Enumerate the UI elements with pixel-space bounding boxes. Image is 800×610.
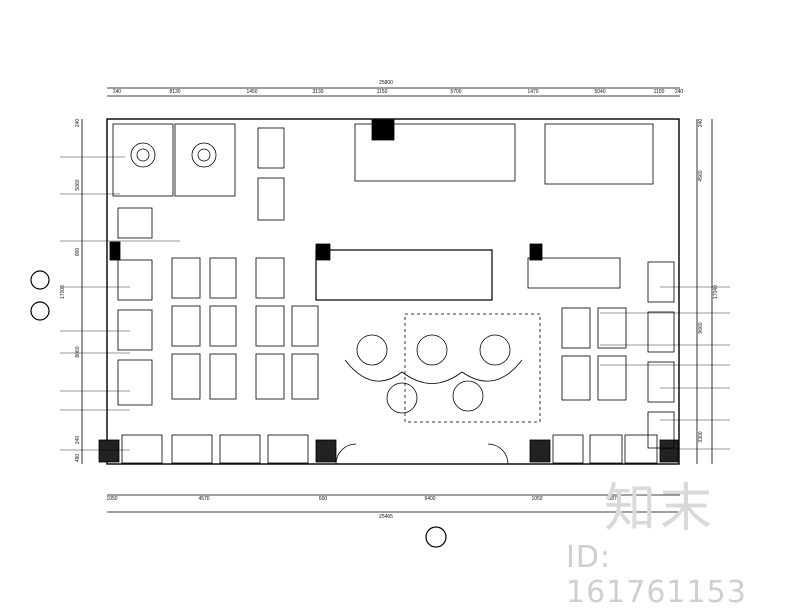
outer-wall [106, 118, 680, 465]
dim-top-4: 3130 [312, 89, 323, 95]
dim-top-7: 1470 [527, 89, 538, 95]
booth [527, 257, 621, 289]
column [315, 243, 331, 261]
dim-top-10: 240 [675, 89, 684, 95]
booth [117, 359, 153, 406]
private-room-2 [174, 123, 236, 197]
dim-bottom-3: 600 [319, 496, 328, 502]
booth [117, 259, 153, 301]
dim-top-5: 1150 [377, 89, 388, 95]
dim-bottom-6: 3870 [608, 496, 619, 502]
counter [315, 249, 493, 301]
door-swing [487, 443, 509, 465]
banquet-table [356, 334, 388, 366]
booth [171, 305, 201, 347]
dim-left-6: 240 [75, 436, 81, 445]
dim-right-5: 3300 [698, 431, 704, 442]
booth [209, 353, 237, 400]
dim-left-5: 8060 [75, 346, 81, 357]
booth [597, 355, 627, 401]
dim-left-2: 5060 [75, 179, 81, 190]
section-marker [30, 270, 50, 290]
round-table [130, 142, 156, 168]
banquet-table [416, 334, 448, 366]
column [529, 439, 551, 463]
dim-right-2: 4560 [698, 170, 704, 181]
dim-top-2: 8130 [169, 89, 180, 95]
booth [561, 355, 591, 401]
dim-top-6: 5700 [450, 89, 461, 95]
booth [117, 309, 153, 351]
private-room-1 [112, 123, 174, 197]
dim-right-4: 9660 [698, 322, 704, 333]
banquet-table [386, 382, 418, 414]
booth [255, 305, 285, 347]
window-booth [552, 434, 584, 464]
booth [597, 307, 627, 349]
window-booth [171, 434, 213, 464]
booth [257, 127, 285, 169]
dim-bottom-1: 1050 [106, 496, 117, 502]
booth [171, 257, 201, 299]
column [98, 439, 120, 463]
circulation-area [404, 313, 541, 423]
dim-right-1: 240 [698, 119, 704, 128]
column [371, 119, 395, 141]
booth [647, 361, 675, 403]
dim-bottom-4: 9400 [424, 496, 435, 502]
dim-top-9: 1100 [654, 89, 665, 95]
dim-top-3: 1450 [246, 89, 257, 95]
kitchen-area [354, 123, 516, 182]
booth [291, 353, 319, 400]
back-kitchen [544, 123, 654, 185]
booth [257, 177, 285, 221]
booth [209, 257, 237, 299]
dim-left-3: 900 [75, 248, 81, 257]
round-table-inner [136, 148, 150, 162]
booth [647, 261, 675, 303]
dim-overall-bottom: 25465 [379, 514, 393, 520]
booth [255, 353, 285, 400]
dim-right-3: 17040 [713, 285, 719, 299]
section-marker [30, 301, 50, 321]
window-booth [219, 434, 261, 464]
north-arrow [425, 526, 447, 548]
door-swing [335, 443, 357, 465]
booth [209, 305, 237, 347]
round-table-inner [197, 148, 211, 162]
window-booth [121, 434, 163, 464]
dim-left-7: 480 [75, 454, 81, 463]
round-table [191, 142, 217, 168]
dim-top-8: 5040 [594, 89, 605, 95]
dim-top-1: 240 [113, 89, 122, 95]
column [315, 439, 337, 463]
banquet-arc [344, 359, 523, 384]
dim-left-4: 17000 [60, 285, 66, 299]
booth [117, 207, 153, 239]
window-booth [624, 434, 658, 464]
banquet-table [452, 380, 484, 412]
dim-left-1: 240 [75, 119, 81, 128]
booth [647, 311, 675, 353]
window-booth [267, 434, 309, 464]
booth [291, 305, 319, 347]
booth [171, 353, 201, 400]
booth [561, 307, 591, 349]
dim-bottom-2: 4570 [198, 496, 209, 502]
column [659, 439, 679, 463]
booth [255, 257, 285, 299]
dim-bottom-5: 1050 [531, 496, 542, 502]
watermark-logo: 知末 [604, 479, 717, 539]
column [529, 243, 543, 261]
banquet-table [479, 334, 511, 366]
dim-overall-top: 25800 [379, 80, 393, 86]
booth [647, 411, 675, 449]
column [109, 241, 121, 261]
window-booth [589, 434, 623, 464]
